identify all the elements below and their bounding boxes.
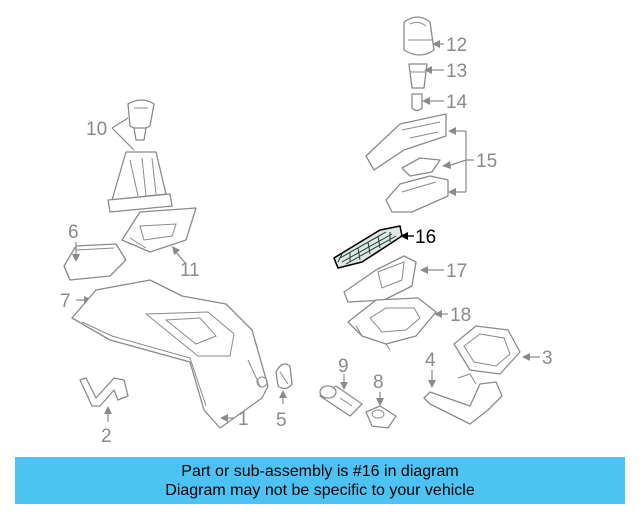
banner-line-2: Diagram may not be specific to your vehi… bbox=[165, 481, 475, 499]
callout-17-label: 17 bbox=[446, 261, 467, 282]
part-10-manual-knob bbox=[127, 99, 155, 141]
part-11-bezel bbox=[121, 207, 197, 253]
callout-12: 12 bbox=[432, 35, 467, 56]
callout-9: 9 bbox=[338, 356, 349, 390]
part-8-lighter bbox=[365, 405, 397, 429]
callout-4: 4 bbox=[425, 350, 436, 388]
part-6-storage-lid bbox=[63, 243, 127, 281]
callout-18: 18 bbox=[434, 305, 471, 326]
callout-14: 14 bbox=[422, 92, 468, 113]
part-17-bracket bbox=[343, 255, 417, 303]
part-boot bbox=[107, 151, 173, 213]
callout-5: 5 bbox=[276, 390, 287, 431]
callout-16-label: 16 bbox=[415, 227, 436, 248]
callout-1: 1 bbox=[220, 409, 249, 430]
callout-2: 2 bbox=[101, 406, 112, 447]
part-13-knob-sleeve bbox=[408, 63, 428, 89]
callout-10-label: 10 bbox=[86, 119, 107, 140]
callout-12-label: 12 bbox=[446, 35, 467, 56]
callout-8: 8 bbox=[373, 372, 384, 406]
callout-15-label: 15 bbox=[476, 151, 497, 172]
part-1-console bbox=[71, 279, 269, 429]
part-2-bracket bbox=[79, 377, 129, 407]
callout-1-label: 1 bbox=[238, 409, 249, 430]
callout-11-label: 11 bbox=[180, 260, 200, 281]
callout-3-label: 3 bbox=[542, 348, 553, 369]
callout-9-label: 9 bbox=[338, 356, 349, 377]
part-15-indicator-middle bbox=[401, 157, 441, 177]
callout-5-label: 5 bbox=[276, 410, 287, 431]
info-banner: Part or sub-assembly is #16 in diagram D… bbox=[15, 457, 625, 504]
part-14-clip bbox=[411, 93, 423, 112]
callout-2-label: 2 bbox=[101, 426, 112, 447]
callout-4-label: 4 bbox=[425, 350, 436, 371]
callout-14-label: 14 bbox=[446, 92, 468, 113]
part-5-clip bbox=[275, 363, 293, 390]
callout-8-label: 8 bbox=[373, 372, 384, 393]
callout-6-label: 6 bbox=[68, 222, 79, 243]
callout-6: 6 bbox=[68, 222, 80, 262]
part-4-arm bbox=[423, 373, 503, 425]
callout-3: 3 bbox=[522, 348, 553, 369]
callout-18-label: 18 bbox=[450, 305, 471, 326]
callout-13-label: 13 bbox=[446, 61, 467, 82]
callout-16: 16 bbox=[400, 227, 436, 248]
callout-13: 13 bbox=[424, 61, 467, 82]
callout-17: 17 bbox=[420, 261, 467, 282]
callout-11: 11 bbox=[172, 246, 200, 281]
callout-10: 10 bbox=[86, 117, 135, 151]
part-15-indicator-top bbox=[365, 113, 447, 171]
callout-7-label: 7 bbox=[60, 291, 71, 312]
callout-15: 15 bbox=[442, 127, 497, 196]
part-3-ring bbox=[453, 325, 521, 375]
part-12-shift-knob bbox=[403, 16, 435, 56]
part-9-socket bbox=[319, 385, 363, 417]
part-18-frame bbox=[347, 297, 437, 351]
part-15-indicator-bottom bbox=[385, 175, 449, 213]
parts-diagram: 12 13 14 15 bbox=[60, 16, 553, 447]
banner-line-1: Part or sub-assembly is #16 in diagram bbox=[181, 462, 459, 480]
